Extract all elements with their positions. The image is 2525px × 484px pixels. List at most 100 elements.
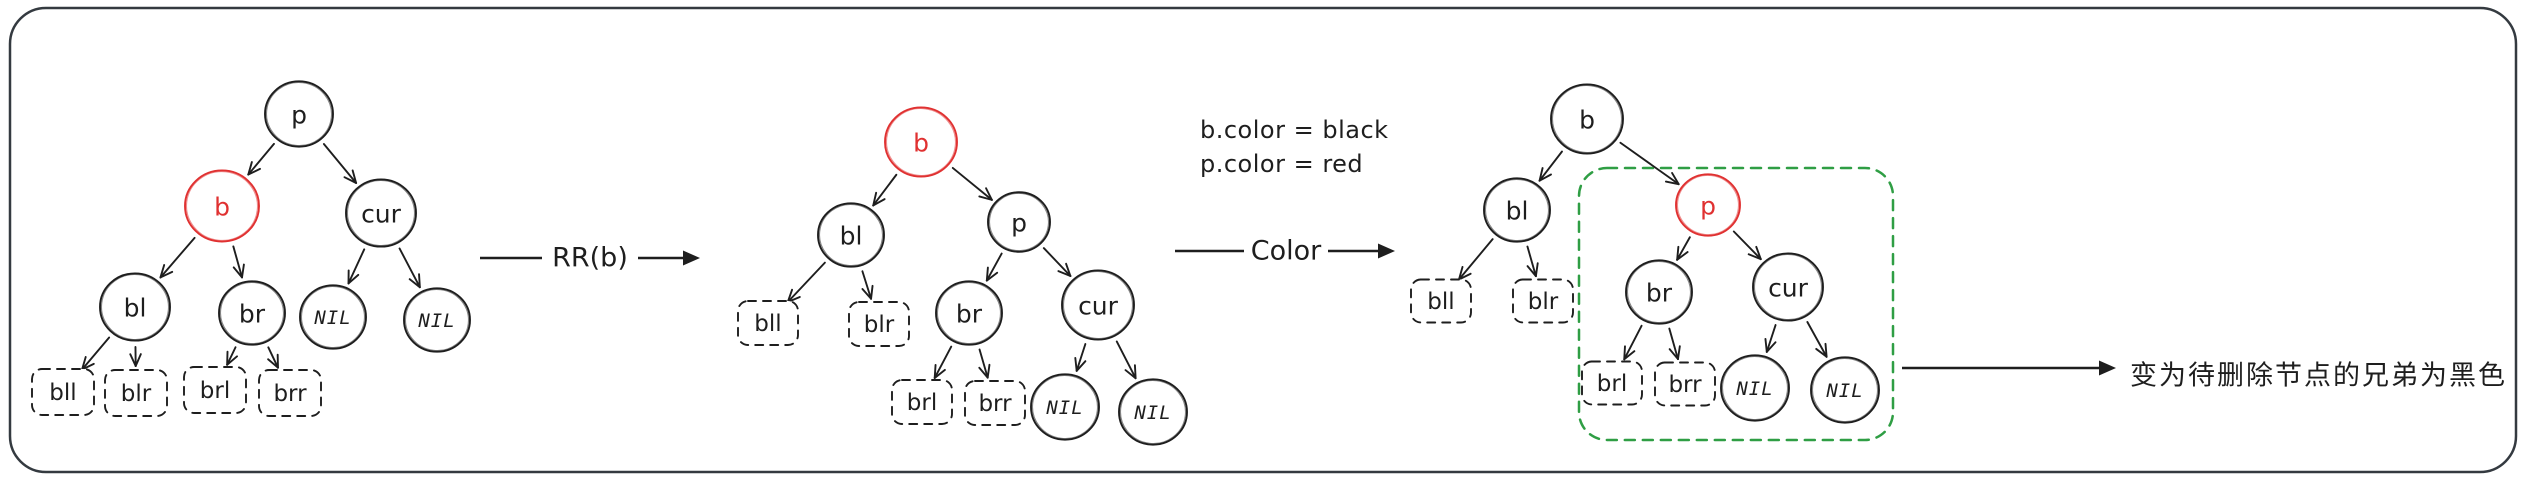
tree-after-recolor-node-label-bl: bl [1506,197,1529,226]
b-color-note: b.color = black [1200,116,1389,144]
tree-after-recolor-edge-p-cur [1732,230,1762,261]
tree-initial-node-b: b [184,169,260,243]
tree-initial-node-nil-right: NIL [403,287,471,353]
tree-after-rr-rotation-node-label-b: b [913,129,929,158]
tree-after-rr-rotation-node-label-brr: brr [978,391,1012,417]
tree-after-rr-rotation-node-label-bl: bl [840,222,863,251]
canvas-frame [8,6,2518,474]
tree-after-recolor-node-bll: bll [1410,278,1472,324]
tree-after-recolor-node-label-nil-right: NIL [1825,380,1863,402]
tree-after-recolor-edge-p-br [1676,236,1691,261]
tree-initial-edge-b-bl [159,236,196,279]
tree-after-recolor-edge-b-bl [1538,150,1563,182]
tree-after-recolor-node-bl: bl [1483,177,1551,243]
highlight-box [1577,166,1895,442]
tree-initial-edge-br-brl [226,346,239,366]
tree-after-rr-rotation-node-label-nil-right: NIL [1133,402,1171,424]
tree-after-rr-rotation-node-nil-right: NIL [1118,378,1188,446]
tree-after-recolor-node-label-cur: cur [1768,274,1809,303]
tree-after-recolor-edge-cur-nil-right [1806,321,1828,358]
tree-after-recolor-node-cur: cur [1752,252,1824,322]
tree-after-recolor-edge-b-p [1619,141,1680,186]
tree-after-rr-rotation-edge-p-br [985,252,1003,282]
tree-after-rr-rotation-edge-p-cur [1042,247,1072,277]
tree-after-rr-rotation-node-br: br [935,280,1003,346]
result-note: 变为待删除节点的兄弟为黑色 [2130,361,2507,392]
color-arrow-head [1378,243,1395,259]
tree-after-rr-rotation-node-label-blr: blr [864,312,895,338]
tree-after-recolor-node-label-p: p [1700,192,1716,221]
tree-initial-edge-p-cur [322,143,358,184]
tree-after-rr-rotation-edge-bl-blr [861,270,874,300]
result-arrow-head [2099,360,2116,376]
p-color-note: p.color = red [1200,150,1363,178]
tree-after-recolor-node-label-bll: bll [1427,289,1454,315]
result-arrow [1902,360,2116,376]
tree-initial-edge-p-b [247,142,275,176]
tree-after-rr-rotation-edge-b-bl [872,173,898,207]
tree-initial-edge-b-br [232,245,245,279]
rr-rotation-arrow-head [683,250,700,266]
tree-after-rr-rotation-edge-b-p [951,166,993,201]
tree-after-recolor-edge-cur-nil-left [1764,324,1777,353]
tree-after-rr-rotation-node-label-nil-left: NIL [1045,397,1083,419]
tree-after-rr-rotation-edge-cur-nil-left [1074,343,1087,372]
tree-after-recolor: b bl p bll blr br cur brl brr NIL NIL [1410,83,1880,424]
tree-after-rr-rotation-node-cur: cur [1061,269,1135,341]
tree-initial-node-nil-left: NIL [299,284,367,350]
tree-after-recolor-node-label-brl: brl [1597,371,1627,397]
tree-initial-node-label-br: br [239,300,266,329]
tree-after-recolor-node-p: p [1675,173,1741,237]
tree-after-recolor-node-label-brr: brr [1668,372,1702,398]
tree-after-rr-rotation-node-label-p: p [1011,209,1027,238]
tree-after-rr-rotation-node-blr: blr [848,301,910,347]
tree-after-rr-rotation-edge-br-brr [978,348,991,379]
tree-after-recolor-node-label-blr: blr [1528,289,1559,315]
tree-initial-node-label-nil-right: NIL [417,310,455,332]
tree-initial-node-label-brr: brr [273,381,307,407]
tree-after-rr-rotation-node-b: b [884,106,958,178]
tree-after-rr-rotation-edge-br-brl [933,345,953,379]
tree-after-recolor-node-brr: brr [1654,361,1716,407]
tree-initial-edge-br-brr [267,346,279,369]
tree-after-rr-rotation-node-label-cur: cur [1078,292,1119,321]
tree-after-recolor-node-b: b [1550,83,1624,155]
tree-after-rr-rotation-node-p: p [987,191,1051,253]
tree-after-recolor-node-nil-right: NIL [1810,356,1880,424]
color-arrow-label: Color [1251,236,1322,267]
tree-after-rr-rotation-node-bll: bll [737,300,799,346]
tree-initial-edge-bl-blr [129,346,142,367]
tree-after-recolor-edge-bl-blr [1526,245,1539,278]
rr-rotation-arrow: RR(b) [480,243,700,274]
tree-after-rr-rotation-node-bl: bl [817,202,885,268]
tree-initial-node-blr: blr [104,369,168,417]
tree-after-recolor-node-br: br [1625,259,1693,325]
tree-initial-node-p: p [264,80,334,148]
tree-initial-node-cur: cur [345,178,417,248]
tree-after-recolor-node-label-b: b [1579,106,1595,135]
tree-after-recolor-node-label-br: br [1646,279,1673,308]
tree-after-rr-rotation-node-nil-left: NIL [1030,373,1100,441]
tree-after-recolor-edge-br-brr [1668,327,1681,361]
tree-after-rr-rotation-node-brr: brr [964,380,1026,426]
tree-after-rr-rotation-node-label-bll: bll [754,311,781,337]
tree-initial-node-brl: brl [183,366,247,414]
tree-initial-edge-cur-nil-right [398,247,421,289]
tree-after-recolor-node-nil-left: NIL [1720,354,1790,422]
tree-after-rr-rotation-node-brl: brl [891,379,953,425]
tree-initial-node-bll: bll [31,368,95,416]
tree-initial-node-bl: bl [99,272,171,342]
tree-after-recolor-edge-br-brl [1623,324,1643,361]
tree-after-rr-rotation-node-label-br: br [956,300,983,329]
rr-rotation-arrow-label: RR(b) [552,243,628,274]
tree-initial-node-label-nil-left: NIL [313,307,351,329]
tree-initial-node-label-brl: brl [200,378,230,404]
tree-initial-node-br: br [218,280,286,346]
tree-after-recolor-node-brl: brl [1581,360,1643,406]
tree-initial-node-label-blr: blr [121,381,152,407]
tree-initial-node-label-b: b [214,193,230,222]
